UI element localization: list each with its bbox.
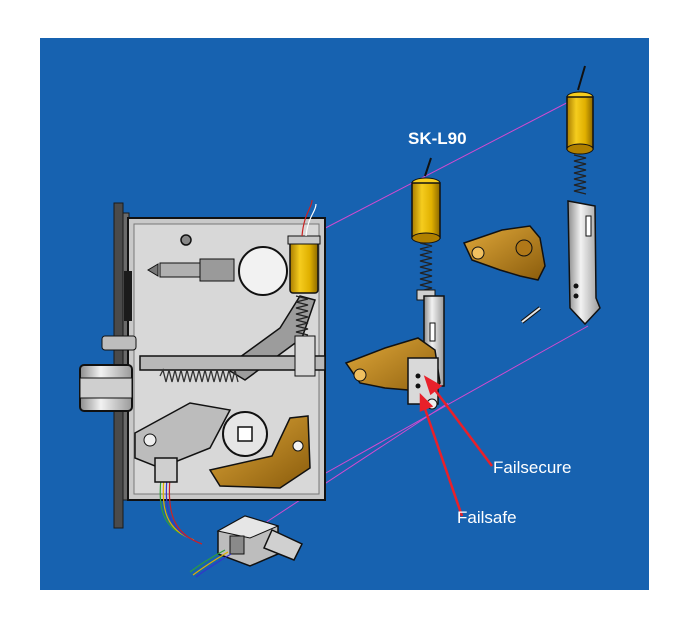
- failsafe-label: Failsafe: [457, 508, 517, 527]
- spare-cam: [462, 225, 546, 281]
- annotation-arrows: [419, 375, 493, 517]
- failsecure-arrow: [431, 385, 493, 467]
- sk-l90-assembly: [344, 157, 445, 410]
- hub-cylinder: [238, 246, 288, 296]
- brass-lever: [208, 415, 311, 489]
- diagram-panel: SK-L90 Failsecure Failsafe: [40, 38, 649, 590]
- exploded-parts: [462, 65, 601, 326]
- spare-solenoid: [566, 96, 594, 150]
- case-solenoid: [289, 240, 319, 294]
- model-label: SK-L90: [408, 129, 467, 148]
- solenoid-cylinder: [411, 182, 441, 239]
- guide-lines: [264, 95, 589, 524]
- mortise-lock-body: [79, 199, 326, 545]
- failsafe-arrow: [422, 405, 464, 517]
- failsecure-label: Failsecure: [493, 458, 572, 477]
- wire-connector: [189, 515, 304, 578]
- spare-bracket: [567, 200, 601, 326]
